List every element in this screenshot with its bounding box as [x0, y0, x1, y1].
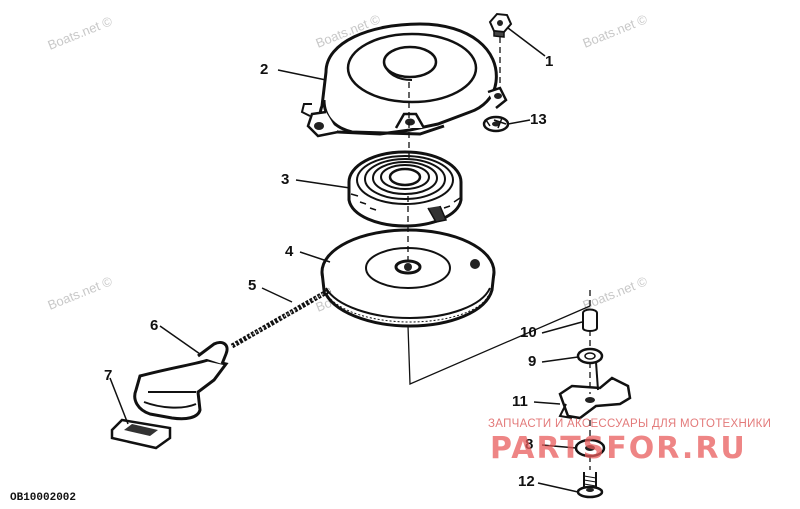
- lock-washer-icon: [482, 115, 510, 133]
- callout-labels: 1 2 3 4 5 6 7 8 9 10 11 12 13: [104, 53, 553, 490]
- leader-lines: [109, 27, 583, 493]
- callout-6: 6: [150, 317, 158, 334]
- bushing-icon: [582, 308, 598, 332]
- callout-13: 13: [530, 111, 547, 128]
- assembly-centerlines: [407, 37, 591, 470]
- screw-icon: [576, 472, 604, 499]
- callout-7: 7: [104, 367, 112, 384]
- starter-housing-icon: [300, 22, 508, 138]
- starter-rope-icon: [230, 287, 332, 349]
- starter-handle-icon: [133, 340, 229, 421]
- callout-4: 4: [285, 243, 294, 260]
- callout-2: 2: [260, 61, 268, 78]
- callout-8: 8: [525, 436, 533, 453]
- watermark-boats-net: Boats.net ©: [581, 11, 650, 51]
- shop-watermark-subtitle: ЗАПЧАСТИ И АКСЕССУАРЫ ДЛЯ МОТОТЕХНИКИ: [488, 418, 771, 430]
- callout-1: 1: [545, 53, 553, 70]
- watermark-boats-net: Boats.net ©: [46, 273, 115, 313]
- interlock-lever-icon: [558, 361, 632, 420]
- hex-nut-icon: [488, 12, 513, 38]
- rope-pulley-icon: [320, 228, 496, 328]
- watermark-boats-net: Boats.net ©: [581, 273, 650, 313]
- callout-5: 5: [248, 277, 256, 294]
- washer-icon: [576, 347, 604, 365]
- callout-3: 3: [281, 171, 289, 188]
- callout-11: 11: [512, 393, 528, 410]
- callout-12: 12: [518, 473, 535, 490]
- recoil-spring-icon: [347, 150, 463, 228]
- partsfor-watermark: ЗАПЧАСТИ И АКСЕССУАРЫ ДЛЯ МОТОТЕХНИКИ PA…: [488, 418, 771, 466]
- callout-10: 10: [520, 324, 537, 341]
- watermark-boats-net: Boats.net ©: [46, 13, 115, 53]
- handle-insert-icon: [110, 418, 172, 450]
- shop-watermark-brand: PARTSFOR.RU: [490, 431, 747, 466]
- diagram-code: OB10002002: [10, 492, 76, 504]
- callout-9: 9: [528, 353, 536, 370]
